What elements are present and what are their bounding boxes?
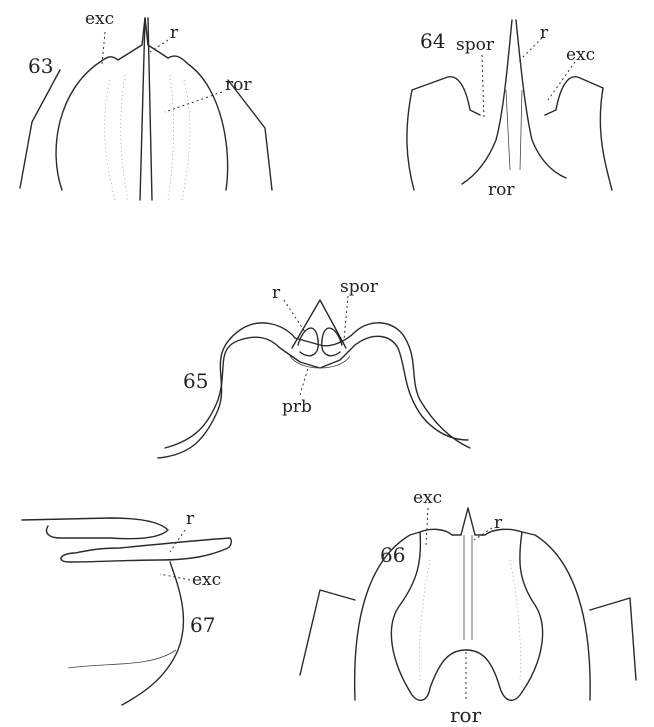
figure-67: r exc 67 <box>22 509 231 705</box>
fig65-leader-spor <box>344 296 348 340</box>
fig63-outline <box>56 18 228 190</box>
fig63-left-appendage <box>20 70 60 188</box>
label-ror: ror <box>450 703 482 727</box>
label-ror: ror <box>225 75 252 95</box>
fig64-left-side <box>407 90 414 190</box>
fig66-right-appendage <box>590 598 636 680</box>
label-spor: spor <box>456 35 495 55</box>
label-r: r <box>272 283 281 303</box>
fig67-ventral-line <box>68 650 176 668</box>
label-r: r <box>186 509 195 529</box>
figure-64: 64 spor r exc ror <box>407 20 612 200</box>
fig67-lower-lobe <box>61 538 231 562</box>
fig64-outline <box>412 77 603 115</box>
label-prb: prb <box>282 397 312 417</box>
label-r: r <box>540 23 549 43</box>
fig65-leader-prb <box>300 368 308 395</box>
label-ror: ror <box>488 180 515 200</box>
fig64-inner-rod <box>506 90 522 170</box>
fig63-leader-r <box>150 40 168 52</box>
label-r: r <box>170 23 179 43</box>
fig66-left-appendage <box>300 590 355 675</box>
figure-number: 63 <box>28 54 53 78</box>
fig63-right-appendage <box>228 80 272 190</box>
fig66-stipple <box>419 560 520 680</box>
fig67-body <box>122 562 183 705</box>
fig65-process-right <box>322 328 342 356</box>
fig64-leader-exc <box>548 62 575 100</box>
fig65-leader-r <box>284 300 305 332</box>
fig64-leader-spor <box>482 55 484 120</box>
fig66-median-rod <box>464 535 472 640</box>
fig66-leader-r <box>474 528 492 540</box>
figure-65: 65 r spor prb <box>158 277 470 458</box>
fig64-right-side <box>600 88 612 190</box>
label-spor: spor <box>340 277 379 297</box>
figure-63: 63 exc r ror <box>20 9 272 200</box>
label-exc: exc <box>192 570 221 590</box>
figure-number: 64 <box>420 29 445 53</box>
fig67-upper-lobe <box>22 518 168 539</box>
figure-number: 67 <box>190 613 215 637</box>
figure-number: 66 <box>380 543 405 567</box>
label-exc: exc <box>566 45 595 65</box>
fig66-shield <box>391 508 542 700</box>
figure-number: 65 <box>183 369 208 393</box>
figure-66: 66 exc r ror <box>300 488 636 727</box>
fig64-leader-r <box>518 38 542 62</box>
fig63-stipple <box>105 75 190 200</box>
label-exc: exc <box>413 488 442 508</box>
fig65-inner-outline <box>165 336 468 448</box>
fig67-leader-r <box>170 530 185 552</box>
fig66-leader-exc <box>426 508 428 545</box>
label-r: r <box>494 513 503 533</box>
label-exc: exc <box>85 9 114 29</box>
